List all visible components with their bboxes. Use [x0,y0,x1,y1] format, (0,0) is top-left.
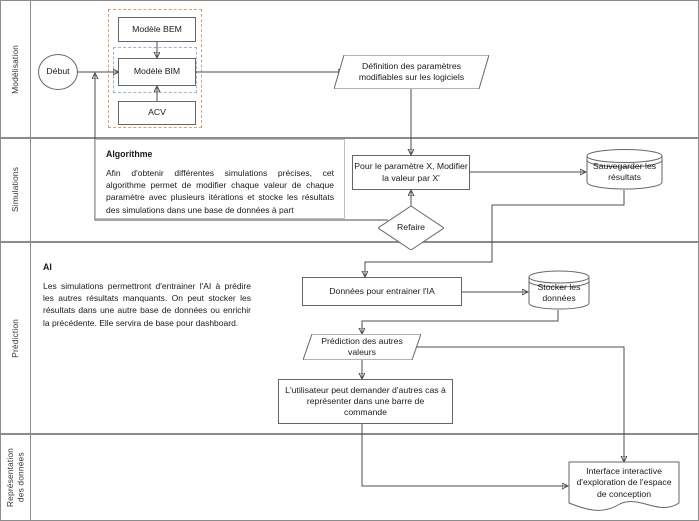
note-algorithme-body: Afin d'obtenir différentes simulations p… [106,167,334,215]
node-refaire[interactable]: Refaire [378,206,444,250]
lane-label-representation: Représentation des données [1,435,31,520]
node-modifier-valeur-label: Pour le paramètre X, Modifier la valeur … [354,161,468,183]
node-prediction-valeurs-label: Prédiction des autres valeurs [321,335,403,357]
node-utilisateur-label: L'utilisateur peut demander d'autres cas… [285,384,446,418]
node-donnees-ia[interactable]: Données pour entrainer l'IA [302,277,462,306]
node-modele-bem-label: Modèle BEM [132,23,182,34]
lane-title-modelisation: Modélisation [10,44,21,94]
node-prediction-valeurs[interactable]: Prédiction des autres valeurs [303,334,421,360]
node-interface-label: Interface interactive d'exploration de l… [576,466,672,499]
node-acv[interactable]: ACV [118,101,196,125]
node-sauvegarder-label: Sauvegarder les résultats [592,160,657,182]
node-acv-label: ACV [148,107,166,118]
lane-label-prediction: Prédiction [1,243,31,433]
node-stocker-label: Stocker les données [537,281,581,303]
note-ai-body: Les simulations permettront d'entrainer … [43,280,251,328]
node-modele-bim-label: Modèle BIM [133,66,181,77]
lane-label-modelisation: Modélisation [1,1,31,137]
note-algorithme-title: Algorithme [106,149,153,159]
cylinder-shape [528,270,590,310]
node-modele-bim[interactable]: Modèle BIM [118,58,196,86]
parallelogram-shape [303,334,421,360]
diamond-shape [378,206,444,250]
cylinder-shape [586,148,663,190]
lane-title-simulations: Simulations [10,167,21,213]
note-ai: AI Les simulations permettront d'entrain… [33,253,261,333]
lane-title-representation: Représentation des données [4,447,26,508]
node-refaire-label: Refaire [396,222,425,233]
node-interface[interactable]: Interface interactive d'exploration de l… [568,461,680,513]
node-definition-parametres-label: Définition des paramètres modifiables su… [358,60,465,82]
node-donnees-ia-label: Données pour entrainer l'IA [329,285,435,296]
node-stocker[interactable]: Stocker les données [528,270,590,310]
note-algorithme: Algorithme Afin d'obtenir différentes si… [95,139,345,219]
node-debut[interactable]: Début [38,54,78,90]
node-debut-label: Début [46,66,70,77]
lane-label-simulations: Simulations [1,139,31,241]
lane-title-prediction: Prédiction [10,318,21,358]
node-definition-parametres[interactable]: Définition des paramètres modifiables su… [334,55,489,89]
note-ai-title: AI [43,262,52,272]
parallelogram-shape [334,55,489,89]
node-utilisateur[interactable]: L'utilisateur peut demander d'autres cas… [278,379,453,424]
node-modele-bem[interactable]: Modèle BEM [118,17,196,42]
node-sauvegarder[interactable]: Sauvegarder les résultats [586,148,663,190]
node-modifier-valeur[interactable]: Pour le paramètre X, Modifier la valeur … [352,155,470,190]
document-shape [568,461,680,513]
